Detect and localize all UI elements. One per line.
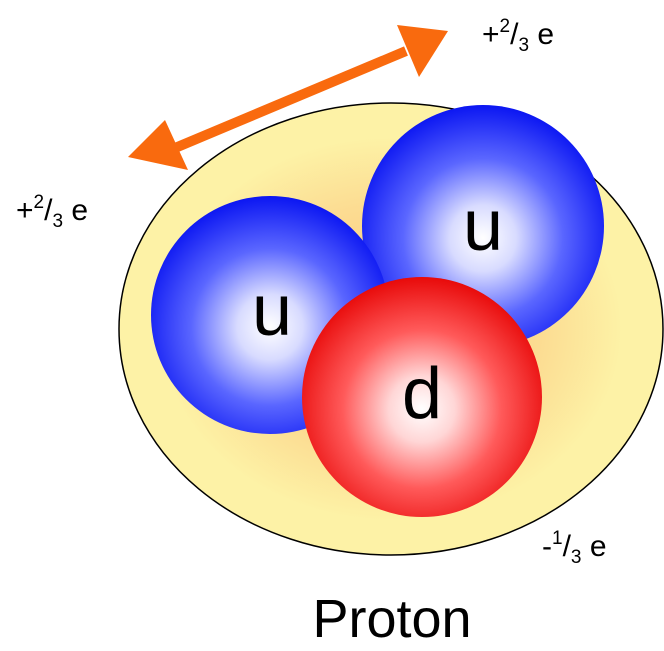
charge-label-top: +2/3 e — [482, 20, 554, 50]
charge-label-bottom: -1/3 e — [542, 532, 607, 562]
charge-unit: e — [537, 18, 554, 51]
charge-sign: + — [482, 18, 500, 51]
down-quark: d — [302, 277, 542, 517]
quark-label: d — [402, 354, 442, 434]
quark-label: u — [252, 271, 292, 351]
charge-denominator: 3 — [518, 35, 529, 56]
charge-numerator: 2 — [500, 16, 511, 37]
charge-numerator: 1 — [552, 528, 563, 549]
charge-denominator: 3 — [52, 211, 63, 232]
charge-sign: - — [542, 530, 552, 563]
charge-unit: e — [590, 530, 607, 563]
charge-denominator: 3 — [571, 547, 582, 568]
charge-numerator: 2 — [34, 192, 45, 213]
particle-name: Proton — [0, 592, 664, 646]
charge-label-left: +2/3 e — [16, 196, 88, 226]
charge-unit: e — [71, 194, 88, 227]
charge-sign: + — [16, 194, 34, 227]
quark-label: u — [463, 186, 503, 266]
